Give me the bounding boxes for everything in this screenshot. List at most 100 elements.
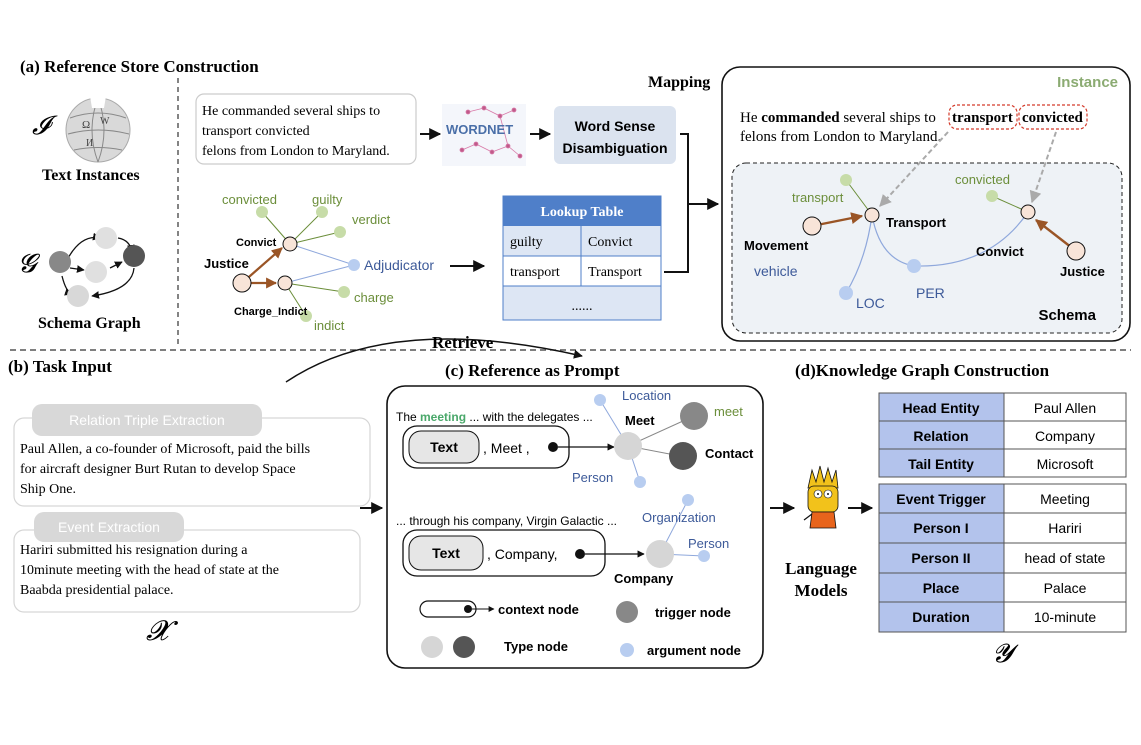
schema-graph-icon <box>49 227 145 307</box>
small-charge-indict-label: Charge_Indict <box>234 306 308 318</box>
contact-label: Contact <box>705 446 754 461</box>
text-pill-2-label: Text <box>432 545 460 561</box>
relation-task-tag <box>32 404 262 436</box>
schema-graph-label: Schema Graph <box>38 315 141 332</box>
section-a-title: (a) Reference Store Construction <box>20 57 259 76</box>
section-b-title: (b) Task Input <box>8 357 112 376</box>
small-guilty-label: guilty <box>312 192 343 207</box>
schema-title: Schema <box>1038 307 1096 324</box>
lookup-table <box>502 195 662 321</box>
small-justice-label: Justice <box>204 256 249 271</box>
text-pill-1 <box>408 430 480 464</box>
prompt-graph-1 <box>548 394 708 488</box>
inst-transport-small-label: transport <box>792 190 844 205</box>
convicted-highlight <box>1018 104 1088 130</box>
symbol-i: 𝓘 <box>32 111 58 140</box>
kg-table-relation <box>878 392 1127 478</box>
sentence-line3: felons from London to Maryland. <box>202 144 390 159</box>
kg2-label-4: Duration <box>912 609 970 625</box>
inst-convict-label: Convict <box>976 244 1024 259</box>
person2-label: Person <box>688 536 729 551</box>
relation-task-title: Relation Triple Extraction <box>69 412 225 428</box>
meet-label: meet <box>714 404 743 419</box>
kg1-value-0: Paul Allen <box>1034 400 1096 416</box>
sentence-box <box>195 93 417 165</box>
event-text-l2: 10minute meeting with the head of state … <box>20 563 279 578</box>
kg2-value-0: Meeting <box>1040 491 1090 507</box>
lookup-cell-1-0: transport <box>510 265 560 280</box>
wordnet-logo: WORDNET <box>442 104 526 166</box>
retrieve-arrow <box>285 338 583 383</box>
relation-text-l1: Paul Allen, a co-founder of Microsoft, p… <box>20 442 310 457</box>
inst-vehicle-label: vehicle <box>754 263 798 279</box>
small-adjudicator-label: Adjudicator <box>364 257 434 273</box>
lookup-ellipsis: ...... <box>572 299 593 314</box>
section-d-title: (d)Knowledge Graph Construction <box>795 361 1050 380</box>
symbol-y: 𝓨 <box>992 639 1019 668</box>
prompt-legend <box>419 600 638 658</box>
instance-schema-graph <box>802 131 1086 300</box>
legend-type: Type node <box>504 639 568 654</box>
mapping-label: Mapping <box>648 74 710 91</box>
symbol-x: 𝓧 <box>146 616 179 647</box>
event-task-box <box>13 529 361 613</box>
language-models-line2: Models <box>795 581 848 600</box>
instance-title: Instance <box>1057 74 1118 91</box>
retrieve-label: Retrieve <box>432 333 494 352</box>
sentence-line2: transport convicted <box>202 124 310 139</box>
legend-trigger: trigger node <box>655 605 731 620</box>
wordnet-text: WORDNET <box>446 122 513 137</box>
svg-text:Ω: Ω <box>82 119 90 131</box>
kg1-label-1: Relation <box>913 428 968 444</box>
location-label: Location <box>622 388 671 403</box>
kg2-label-1: Person I <box>913 520 968 536</box>
wikipedia-globe-icon: Ω W И <box>65 96 131 163</box>
relation-text-l3: Ship One. <box>20 482 76 497</box>
text-instances-label: Text Instances <box>42 167 140 184</box>
kg2-value-3: Palace <box>1044 580 1087 596</box>
text-pill-2 <box>408 535 484 571</box>
event-text-l1: Hariri submitted his resignation during … <box>20 543 248 558</box>
svg-text:W: W <box>100 116 110 127</box>
kg1-label-0: Head Entity <box>902 400 979 416</box>
small-convicted-label: convicted <box>222 192 277 207</box>
prompt-sentence1: The meeting ... with the delegates ... <box>396 410 593 424</box>
svg-text:И: И <box>86 138 93 149</box>
kg2-value-4: 10-minute <box>1034 609 1096 625</box>
kg2-label-2: Person II <box>911 550 970 566</box>
small-charge-label: charge <box>354 290 394 305</box>
small-indict-label: indict <box>314 318 345 333</box>
small-schema-graph <box>232 206 360 322</box>
kg1-label-2: Tail Entity <box>908 456 974 472</box>
event-text-l3: Baabda presidential palace. <box>20 583 174 598</box>
kg2-value-2: head of state <box>1025 550 1106 566</box>
small-convict-label: Convict <box>236 237 277 249</box>
lookup-title: Lookup Table <box>541 205 624 220</box>
meet-bold-label: Meet <box>625 413 655 428</box>
kg1-value-1: Company <box>1035 428 1095 444</box>
lookup-cell-0-1: Convict <box>588 235 632 250</box>
inst-justice-label: Justice <box>1060 264 1105 279</box>
text2-suffix: , Company, <box>487 546 558 562</box>
wsd-line2: Disambiguation <box>562 140 667 156</box>
relation-text-l2: for aircraft designer Burt Rutan to deve… <box>20 462 296 477</box>
organization-label: Organization <box>642 510 716 525</box>
prompt-graph-2 <box>575 494 710 568</box>
symbol-g: 𝓖 <box>18 249 41 278</box>
kg2-label-0: Event Trigger <box>896 491 986 507</box>
inst-loc-label: LOC <box>856 295 885 311</box>
section-c-title: (c) Reference as Prompt <box>445 361 620 380</box>
text1-suffix: , Meet , <box>483 440 530 456</box>
legend-context: context node <box>498 602 579 617</box>
event-task-title: Event Extraction <box>58 519 160 535</box>
event-task-tag <box>34 512 184 542</box>
inst-transport-label: Transport <box>886 215 947 230</box>
language-models-line1: Language <box>785 559 857 578</box>
lookup-cell-1-1: Transport <box>588 265 642 280</box>
kg1-value-2: Microsoft <box>1037 456 1094 472</box>
kg2-value-1: Hariri <box>1048 520 1081 536</box>
kg2-label-3: Place <box>923 580 960 596</box>
kg-table-event <box>878 483 1127 633</box>
